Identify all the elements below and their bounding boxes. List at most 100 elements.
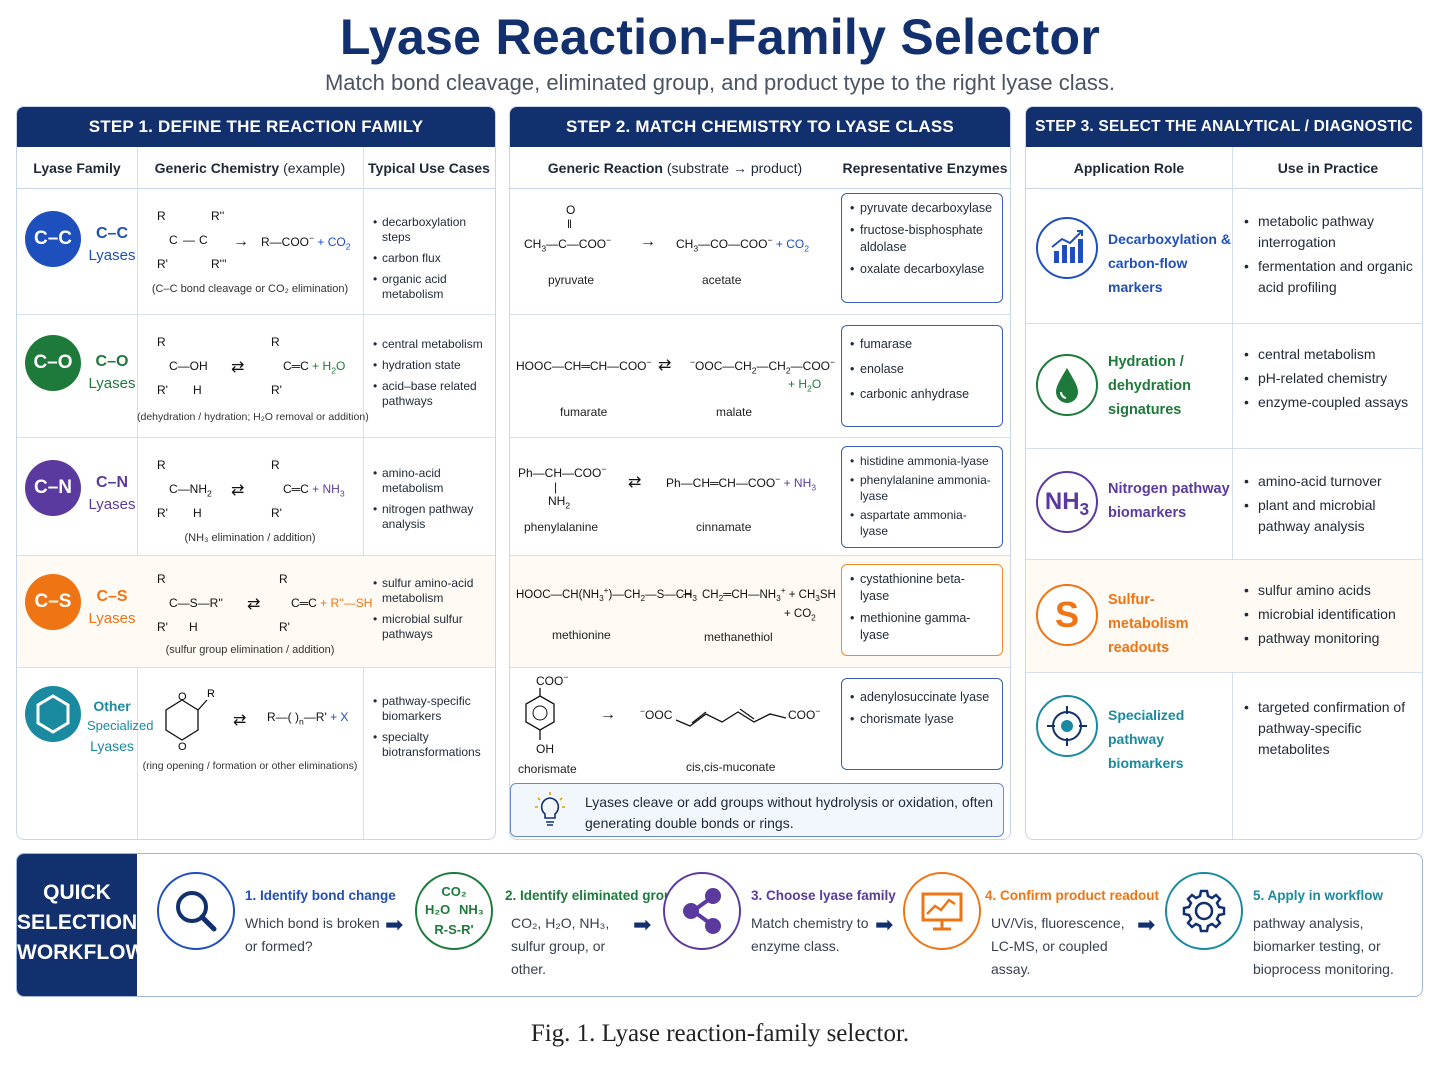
step3-desc: Match chemistry to enzyme class. [751,915,869,954]
role-row-hydration: Hydration / dehydration signatures centr… [1026,324,1422,449]
eliminated-groups-icon: CO₂ H₂O NH₃ R-S-R' [415,872,493,950]
col-generic-chemistry: Generic Chemistry (example) [154,160,346,176]
cs-use-cases: sulfur amino-acid metabolismmicrobial su… [373,576,495,648]
step4-title: 4. Confirm product readout [985,888,1160,903]
step2-column-headers: Generic Reaction (substrate → product) R… [510,147,1010,189]
co-use-cases: central metabolismhydration stateacid–ba… [373,337,495,415]
pyruvate-reaction: O ‖ CH3—C—COO− → CH3—CO—COO− + CO2 pyruv… [524,203,810,287]
cs-generic-chemistry: R C—S—R'' R'H ⇄ R C═C + R''—SH R' (sulfu… [157,572,373,656]
col-generic-reaction: Generic Reaction (substrate → product) [547,160,803,176]
step2-panel: STEP 2. MATCH CHEMISTRY TO LYASE CLASS G… [509,106,1011,840]
step1-column-headers: Lyase Family Generic Chemistry (example)… [17,147,495,189]
workflow-step-3: 3. Choose lyase family Match chemistry t… [663,854,896,996]
lyase-tip-text: Lyases cleave or add groups without hydr… [585,794,994,831]
monitor-chart-icon [903,872,981,950]
role-decarboxylation: Decarboxylation & carbon-flow markers [1108,231,1231,295]
svg-text:O: O [178,741,187,753]
reaction-row-sulfur: HOOC—CH(NH3+)—CH2—S—CH3 → CH2═CH—NH3+ + … [510,556,1010,668]
specialized-practice: targeted confirmation of pathway-specifi… [1244,697,1422,763]
reaction-row-hydration: HOOC—CH═CH—COO− ⇄ −OOC—CH2—CH2—COO− + H2… [510,315,1010,438]
workflow-step-4: 4. Confirm product readout UV/Vis, fluor… [903,854,1159,996]
role-hydration: Hydration / dehydration signatures [1108,354,1191,418]
role-row-specialized: Specialized pathway biomarkers targeted … [1026,673,1422,839]
arrow-icon: ➡ [385,912,404,937]
figure-caption: Fig. 1. Lyase reaction-family selector. [530,1020,910,1047]
col-application-role: Application Role [1073,160,1185,176]
cs-badge: C–S [25,574,81,630]
step1-desc: Which bond is broken or formed? [245,915,380,954]
other-use-cases: pathway-specific biomarkersspecialty bio… [373,694,495,766]
reaction-row-decarboxylation: O ‖ CH3—C—COO− → CH3—CO—COO− + CO2 pyruv… [510,189,1010,315]
share-nodes-icon [663,872,741,950]
svg-text:R: R [207,688,215,700]
fumarate-reaction: HOOC—CH═CH—COO− ⇄ −OOC—CH2—CH2—COO− + H2… [516,357,836,419]
role-specialized: Specialized pathway biomarkers [1108,707,1185,771]
other-lyase-enzymes: adenylosuccinate lyasechorismate lyase [841,678,1003,770]
reaction-row-ammonia: Ph—CH—COO− | NH2 ⇄ Ph—CH═CH—COO− + NH3 p… [510,438,1010,556]
decarboxylation-practice: metabolic pathway interrogationfermentat… [1244,211,1422,301]
hydration-enzymes: fumaraseenolasecarbonic anhydrase [841,325,1003,427]
ammonia-icon: NH3 [1036,471,1098,533]
lightbulb-icon [535,792,565,826]
lyase-tip-box: Lyases cleave or add groups without hydr… [510,783,1004,837]
workflow-step-1: 1. Identify bond change Which bond is br… [157,854,396,996]
cn-generic-chemistry: R C—NH2 R'H ⇄ R C═C + NH3 R' (NH₃ elimin… [157,458,345,544]
other-generic-chemistry: O O R ⇄ R—( )n—R' + X (ring opening / fo… [142,688,358,772]
col-lyase-family: Lyase Family [33,160,121,176]
step5-title: 5. Apply in workflow [1253,888,1384,903]
nitrogen-practice: amino-acid turnoverplant and microbial p… [1244,471,1422,540]
hydration-practice: central metabolismpH-related chemistryen… [1244,344,1422,416]
gear-icon [1165,872,1243,950]
workflow-step-2: CO₂ H₂O NH₃ R-S-R' 2. Identify eliminate… [415,854,681,996]
bar-chart-icon [1036,217,1098,279]
target-icon [1036,695,1098,757]
step3-panel: STEP 3. SELECT THE ANALYTICAL / DIAGNOST… [1025,106,1423,840]
arrow-icon: ➡ [875,912,894,937]
role-row-decarboxylation: Decarboxylation & carbon-flow markers me… [1026,189,1422,324]
sulfur-lyase-enzymes: cystathionine beta-lyasemethionine gamma… [841,564,1003,656]
role-row-nitrogen: NH3 Nitrogen pathway biomarkers amino-ac… [1026,449,1422,560]
methionine-reaction: HOOC—CH(NH3+)—CH2—S—CH3 → CH2═CH—NH3+ + … [516,584,836,644]
arrow-icon: ➡ [633,912,652,937]
co-generic-chemistry: R C—OH R'H ⇄ R C═C + H2O R' (dehydration… [137,335,369,423]
step2-desc: CO₂, H₂O, NH₃, sulfur group, or other. [511,915,610,977]
decarboxylation-enzymes: pyruvate decarboxylasefructose-bisphosph… [841,193,1003,303]
role-nitrogen: Nitrogen pathway biomarkers [1108,481,1230,521]
cc-use-cases: decarboxylation stepscarbon fluxorganic … [373,215,495,308]
ammonia-lyase-enzymes: histidine ammonia-lyasephenylalanine amm… [841,446,1003,548]
workflow-step-5: 5. Apply in workflow pathway analysis, b… [1165,854,1415,996]
phenylalanine-reaction: Ph—CH—COO− | NH2 ⇄ Ph—CH═CH—COO− + NH3 p… [518,464,817,534]
water-drop-icon [1036,354,1098,416]
step3-heading: STEP 3. SELECT THE ANALYTICAL / DIAGNOST… [1026,107,1422,175]
cc-badge: C–C [25,211,81,267]
cn-badge: C–N [25,460,81,516]
step3-column-headers: Application Role Use in Practice [1026,147,1422,189]
reaction-row-other: COO− OH → −OOC COO− chorismate cis,cis-m… [510,668,1010,778]
role-row-sulfur: S Sulfur-metabolism readouts sulfur amin… [1026,560,1422,673]
step1-panel: STEP 1. DEFINE THE REACTION FAMILY Lyase… [16,106,496,840]
magnifier-icon [157,872,235,950]
step1-title: 1. Identify bond change [245,888,396,903]
cn-use-cases: amino-acid metabolismnitrogen pathway an… [373,466,495,538]
step1-heading: STEP 1. DEFINE THE REACTION FAMILY [17,107,495,147]
page-title: Lyase Reaction-Family Selector [339,9,1101,65]
col-use-in-practice: Use in Practice [1277,160,1379,176]
co-badge: C–O [25,335,81,391]
role-sulfur: Sulfur-metabolism readouts [1108,592,1189,656]
step2-title: 2. Identify eliminated group [505,888,681,903]
sulfur-practice: sulfur amino acidsmicrobial identificati… [1244,580,1422,652]
hexagon-icon [25,686,81,742]
step4-desc: UV/Vis, fluorescence, LC-MS, or coupled … [991,915,1125,977]
